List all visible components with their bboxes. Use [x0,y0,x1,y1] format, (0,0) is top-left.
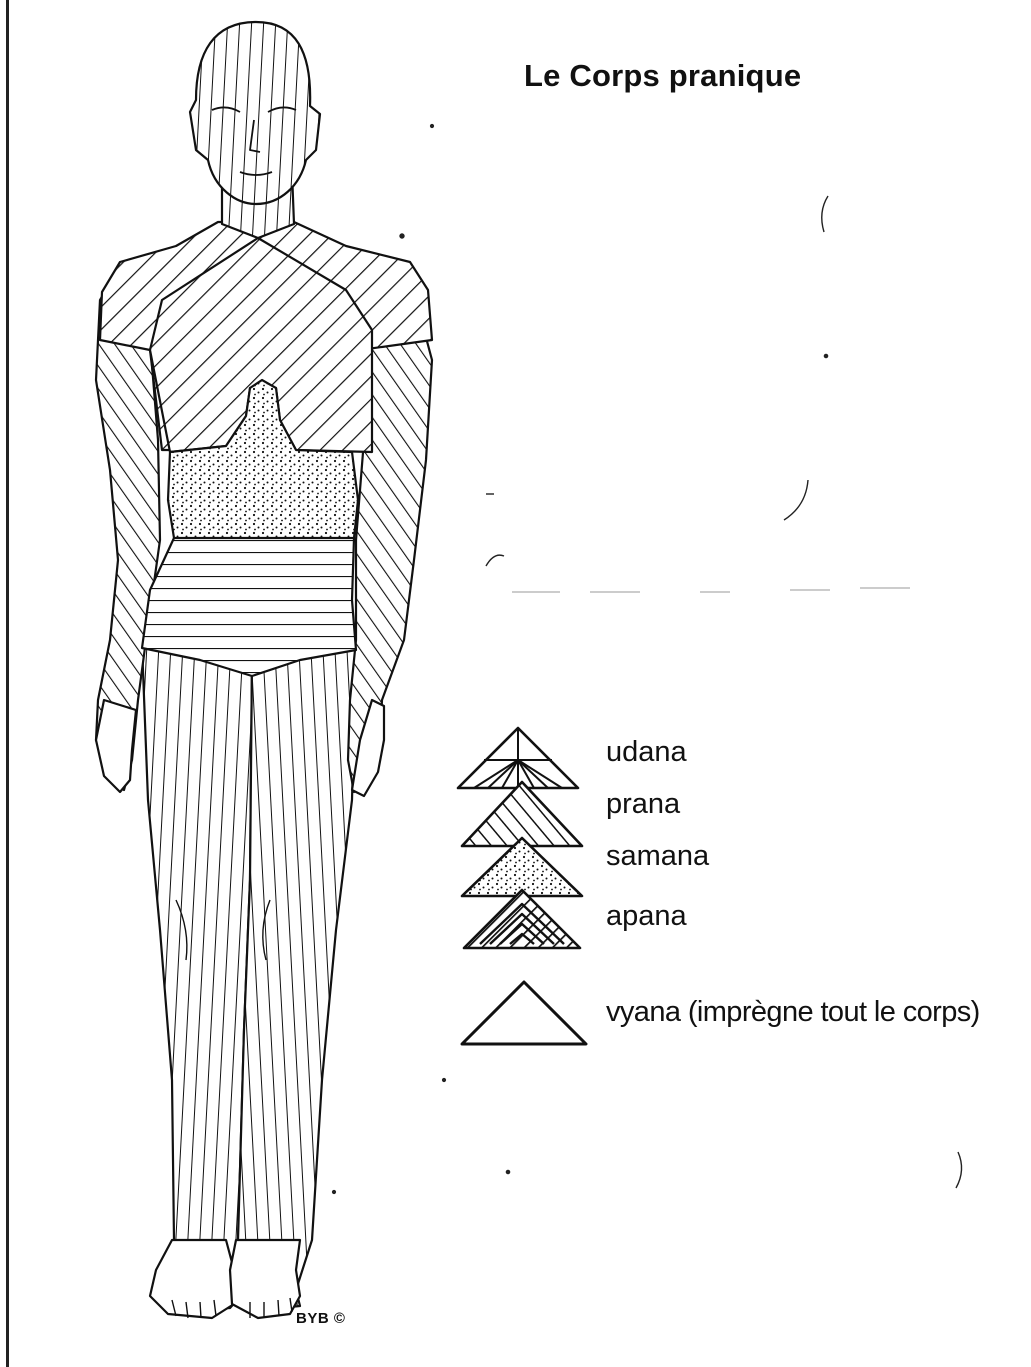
legend-label-apana: apana [606,900,687,933]
legend-label-samana: samana [606,840,709,873]
legend-label-prana: prana [606,788,680,821]
left-leg [142,645,252,1310]
human-figure [96,22,432,1318]
left-foot [150,1240,234,1318]
udana-triangle [458,728,578,788]
prana-triangle [462,782,582,846]
left-hand [96,700,136,792]
diagram-title: Le Corps pranique [524,58,801,94]
apana-triangle [464,890,580,948]
pelvis-apana-region [142,538,356,676]
artist-signature: BYB © [296,1310,345,1327]
legend-label-udana: udana [606,736,687,769]
right-foot [230,1240,300,1318]
head [190,22,320,204]
right-leg [232,646,356,1310]
legend-symbols [458,728,586,1044]
legend-label-vyana: vyana (imprègne tout le corps) [606,996,980,1029]
vyana-triangle [462,982,586,1044]
scan-marks [333,125,962,1194]
